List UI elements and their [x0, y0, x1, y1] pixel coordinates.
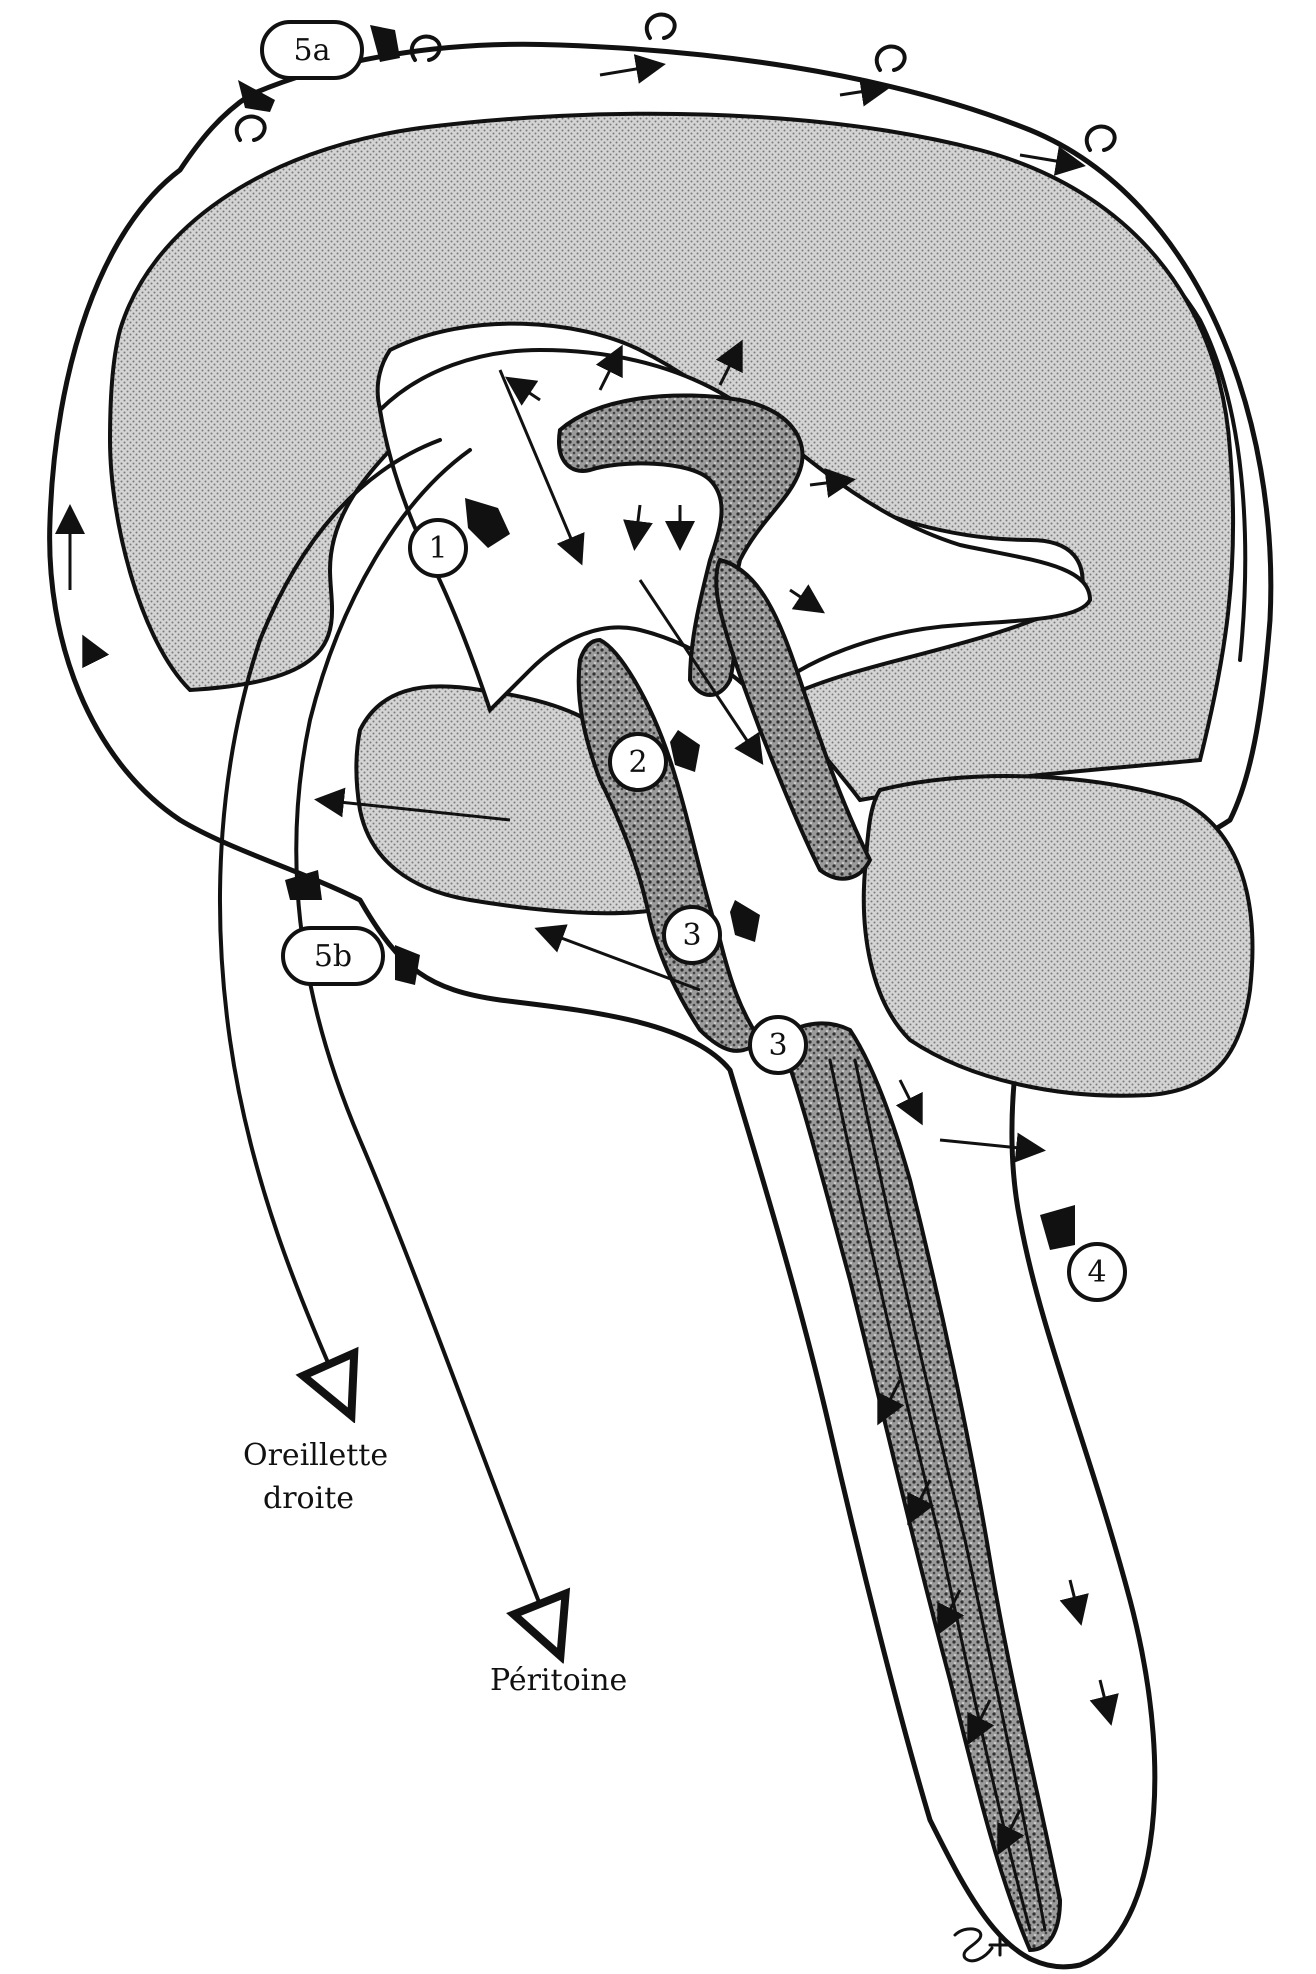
- callout-5a: 5a: [262, 22, 362, 78]
- caption-oreillette-line2: droite: [263, 1481, 354, 1516]
- svg-text:2: 2: [628, 745, 647, 780]
- caption-oreillette-line1: Oreillette: [243, 1438, 388, 1473]
- svg-text:1: 1: [428, 531, 447, 566]
- callout-5b: 5b: [283, 928, 383, 984]
- callout-3-upper: 3: [664, 907, 720, 963]
- svg-text:5b: 5b: [314, 939, 352, 974]
- callout-4: 4: [1069, 1244, 1125, 1300]
- callout-3-lower: 3: [750, 1017, 806, 1073]
- caption-peritoine: Péritoine: [490, 1663, 627, 1698]
- callout-2: 2: [610, 734, 666, 790]
- callout-1: 1: [410, 520, 466, 576]
- svg-text:3: 3: [768, 1028, 787, 1063]
- svg-text:5a: 5a: [294, 33, 331, 68]
- svg-text:3: 3: [682, 918, 701, 953]
- svg-text:4: 4: [1087, 1255, 1106, 1290]
- cerebellum: [864, 776, 1253, 1096]
